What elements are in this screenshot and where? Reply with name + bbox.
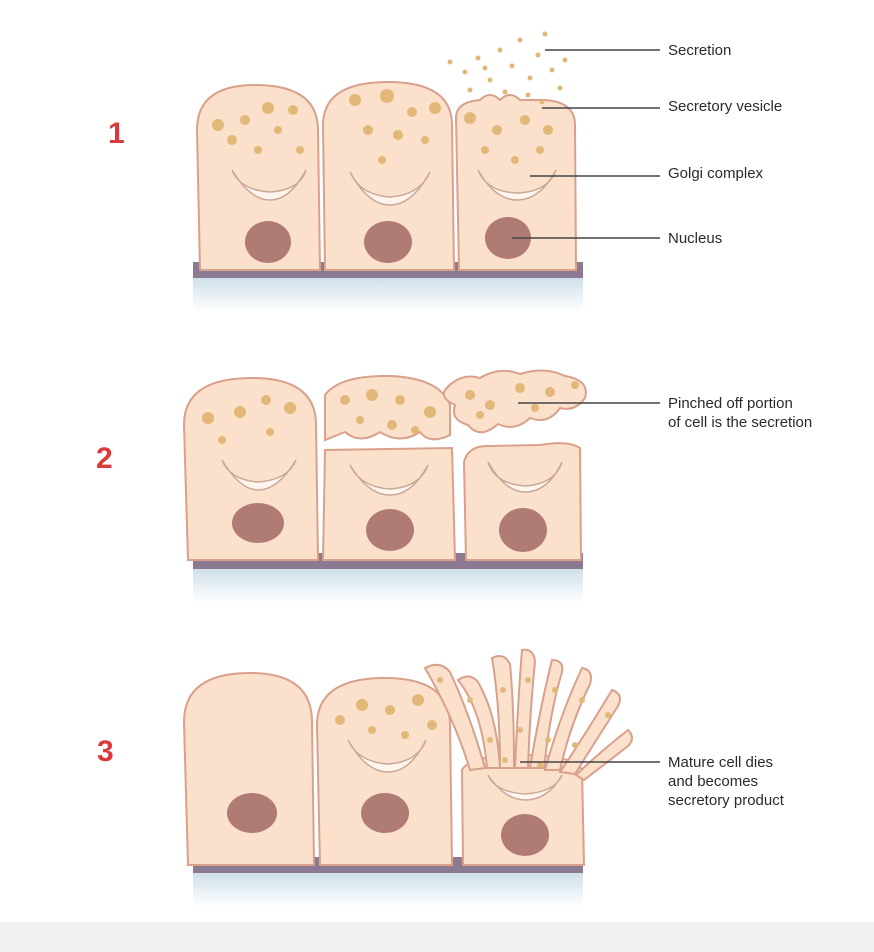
secretion-particles-1 — [447, 31, 568, 105]
golgi-1c — [477, 169, 557, 201]
label-golgi-complex: Golgi complex — [668, 165, 764, 182]
cell-1b — [321, 80, 456, 271]
golgi-3b — [347, 739, 427, 773]
nucleus-2a — [232, 503, 284, 543]
nucleus-2b — [366, 509, 414, 551]
basement-shadow-1 — [193, 278, 583, 312]
label-secretory-vesicle: Secretory vesicle — [668, 98, 783, 115]
label-mature-cell: Mature cell dies and becomes secretory p… — [668, 754, 784, 809]
basement-shadow-2 — [193, 569, 583, 603]
cell-3a — [182, 671, 316, 866]
cell-2c-pinched-portion — [442, 369, 587, 434]
cell-1c — [454, 94, 578, 271]
golgi-2c — [487, 461, 563, 493]
footer-bar — [0, 922, 874, 952]
label-pinched-off: Pinched off portion of cell is the secre… — [668, 395, 813, 431]
golgi-1a — [231, 169, 307, 201]
granules-2 — [202, 381, 579, 444]
stage-number-1: 1 — [108, 117, 125, 150]
stage-1-group — [193, 31, 660, 312]
stage-number-2: 2 — [96, 442, 113, 475]
golgi-2a — [221, 459, 297, 491]
stage-2-group — [182, 369, 660, 603]
nucleus-3a — [227, 793, 277, 833]
golgi-2b — [349, 464, 429, 496]
nucleus-1c — [485, 217, 531, 259]
granules-3 — [335, 677, 611, 768]
nucleus-1b — [364, 221, 412, 263]
cell-1a — [195, 83, 322, 271]
cell-2a — [182, 376, 320, 561]
label-secretion: Secretion — [668, 42, 732, 59]
nucleus-3c — [501, 814, 549, 856]
golgi-3c — [487, 774, 563, 801]
stage-number-3: 3 — [97, 735, 114, 768]
stage-3-group — [182, 648, 660, 907]
disintegrating-cell-strands — [423, 648, 633, 782]
granules-1 — [212, 89, 553, 164]
golgi-1b — [349, 171, 431, 206]
nucleus-1a — [245, 221, 291, 263]
cell-2b-pinched-portion — [324, 374, 451, 442]
nucleus-3b — [361, 793, 409, 833]
label-nucleus: Nucleus — [668, 230, 723, 247]
nucleus-2c — [499, 508, 547, 552]
basement-shadow-3 — [193, 873, 583, 907]
